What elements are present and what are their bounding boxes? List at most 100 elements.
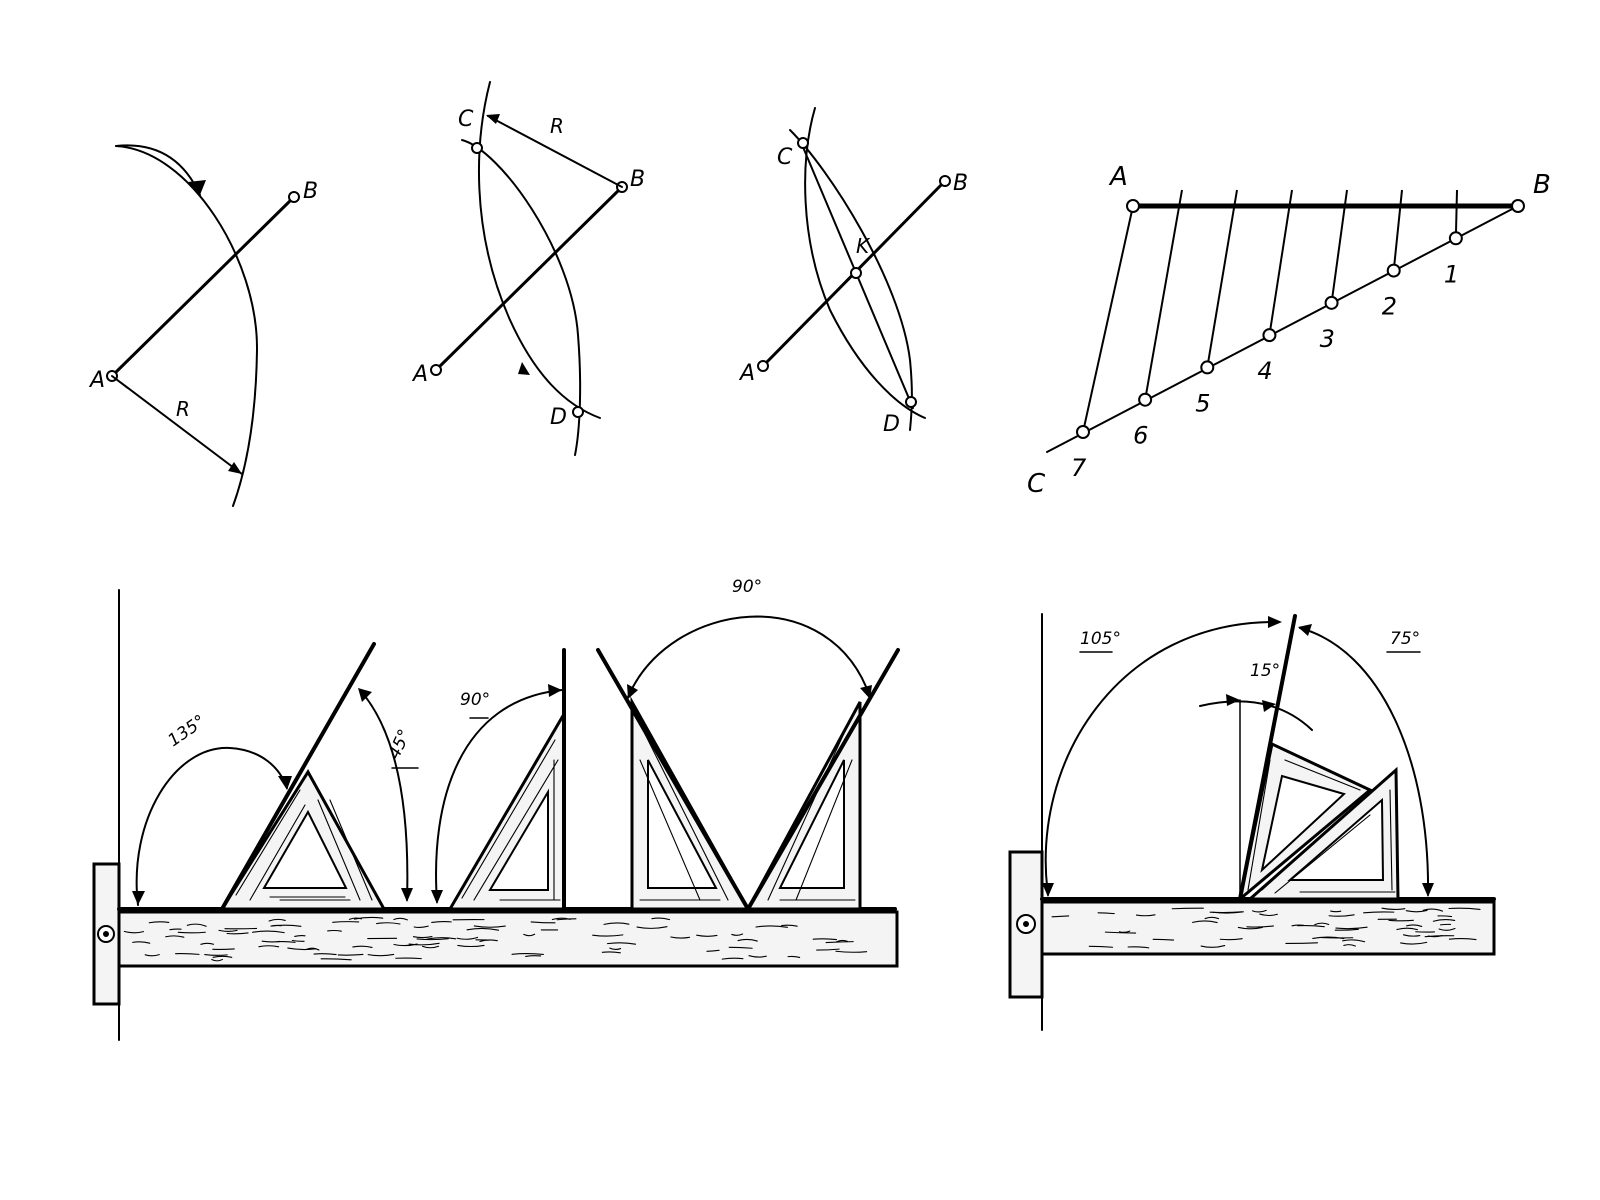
blade-wood-grain: [1051, 907, 1481, 949]
grain-stroke: [1406, 924, 1423, 927]
grain-stroke: [1448, 938, 1477, 941]
division-points: [1076, 231, 1463, 439]
t-square-blade: [1040, 900, 1496, 956]
grain-stroke: [1219, 938, 1243, 941]
label-b: B: [953, 171, 968, 196]
grain-stroke: [1432, 918, 1456, 922]
arc-15: [1199, 700, 1313, 731]
parallel-lines: [1082, 189, 1458, 433]
grain-stroke: [511, 953, 544, 955]
arc-75-arrow-start: [1298, 624, 1312, 636]
arc-135: [135, 746, 288, 906]
division-label-7: 7: [1071, 454, 1087, 482]
label-d: D: [550, 405, 567, 430]
arc-from-b: [477, 81, 601, 419]
grain-stroke: [252, 930, 285, 934]
set-square-90-cutout: [488, 788, 549, 891]
grain-stroke: [816, 948, 840, 951]
angle-75-label: 75°: [1390, 629, 1420, 649]
parallel-line-6: [1144, 189, 1183, 400]
set-square-60-grain: [235, 789, 373, 901]
division-point-2: [1386, 263, 1401, 278]
arc-90-large-arrow-end: [860, 685, 872, 699]
grain-stroke: [556, 918, 577, 921]
grain-stroke: [169, 928, 182, 931]
grain-stroke: [1152, 938, 1175, 941]
grain-stroke: [376, 922, 401, 925]
grain-stroke: [1251, 909, 1267, 913]
grain-stroke: [1363, 911, 1395, 914]
grain-stroke: [1285, 942, 1319, 944]
radius-arrow-head: [486, 114, 500, 124]
line-45: [220, 642, 376, 911]
arc-75: [1299, 627, 1430, 896]
grain-stroke: [812, 938, 838, 941]
set-square-90: [447, 708, 566, 911]
division-point-5: [1200, 360, 1215, 375]
angle-45-label: 45°: [384, 726, 415, 762]
grain-stroke: [1405, 909, 1428, 913]
t-square-head-screw-center: [103, 931, 109, 937]
grain-stroke: [781, 924, 798, 927]
grain-stroke: [1204, 916, 1220, 920]
grain-stroke: [525, 955, 542, 957]
line-right-v: [746, 648, 900, 911]
arc-45-arrow: [401, 888, 413, 902]
grain-stroke: [1246, 925, 1274, 928]
grain-stroke: [431, 921, 452, 924]
label-k: K: [856, 234, 871, 258]
grain-stroke: [601, 951, 621, 954]
t-square-head-screw-center: [1023, 921, 1029, 927]
grain-stroke: [1314, 922, 1330, 926]
grain-stroke: [748, 955, 767, 958]
grain-stroke: [294, 935, 306, 937]
grain-stroke: [1334, 928, 1359, 931]
grain-stroke: [603, 922, 630, 925]
grain-stroke: [1388, 919, 1414, 922]
angle-15-label: 15°: [1250, 661, 1280, 681]
grain-stroke: [291, 939, 305, 942]
division-point-3: [1324, 295, 1339, 310]
parallel-line-3: [1330, 189, 1348, 303]
grain-stroke: [320, 958, 352, 961]
grain-stroke: [1381, 907, 1406, 910]
grain-stroke: [258, 945, 280, 948]
grain-stroke: [268, 918, 286, 922]
grain-stroke: [1171, 907, 1204, 910]
point-a-marker: [1126, 199, 1140, 213]
grain-stroke: [313, 953, 337, 956]
grain-stroke: [426, 937, 457, 940]
division-point-7: [1076, 425, 1090, 439]
grain-stroke: [1209, 911, 1243, 914]
grain-stroke: [165, 935, 185, 938]
arc-90-small-arrow: [431, 890, 443, 904]
arc-45-arrow-start: [358, 688, 372, 702]
division-label-5: 5: [1195, 389, 1210, 417]
label-b: B: [1533, 170, 1551, 200]
grain-stroke: [412, 935, 433, 939]
grain-stroke: [466, 927, 500, 931]
arc-15-arrow-end: [1262, 700, 1276, 712]
grain-stroke: [367, 953, 395, 957]
segment-ab: [434, 185, 624, 372]
t-square-blade: [117, 910, 899, 968]
label-r: R: [550, 114, 564, 138]
radius-line: [111, 375, 243, 475]
arc-15-arrow: [1226, 694, 1240, 706]
grain-stroke: [706, 949, 720, 952]
grain-stroke: [755, 925, 788, 928]
grain-stroke: [728, 946, 753, 949]
grain-stroke: [327, 929, 342, 932]
arc-90-small-arrow-end: [548, 684, 562, 697]
point-b-marker: [288, 191, 300, 203]
grain-stroke: [422, 945, 440, 949]
grain-stroke: [1200, 945, 1226, 948]
grain-stroke: [1135, 914, 1156, 917]
grain-stroke: [348, 917, 362, 920]
grain-stroke: [413, 925, 429, 928]
grain-stroke: [1438, 927, 1456, 931]
grain-stroke: [731, 933, 744, 936]
